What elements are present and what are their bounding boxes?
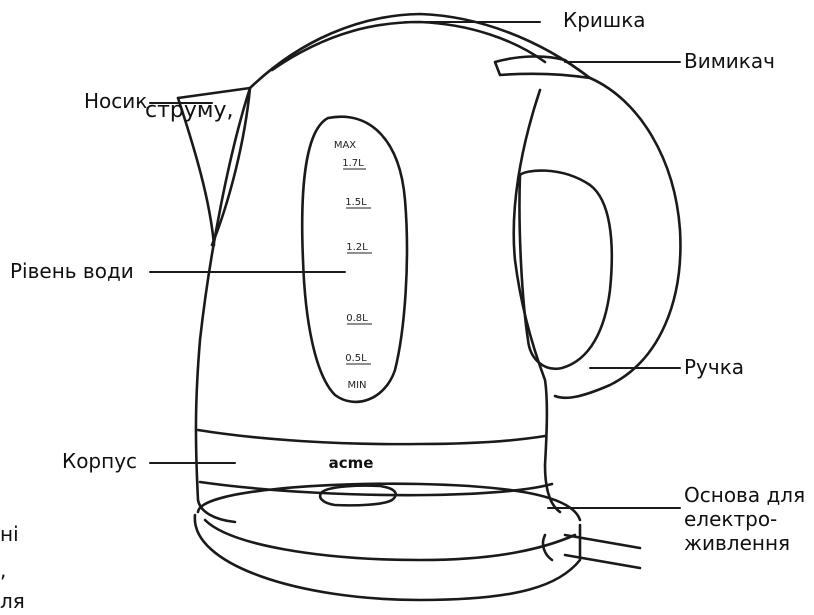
label-spout: Носик: [84, 89, 148, 113]
label-power-base-line: електро-: [684, 507, 778, 531]
label-switch: Вимикач: [684, 49, 775, 73]
label-body: Корпус: [62, 449, 138, 473]
scale-mark: 0.8L: [346, 313, 368, 324]
scale-mark: 0.5L: [345, 353, 367, 364]
label-power-base-line: Основа для: [684, 483, 806, 507]
brand-logo: acme: [329, 454, 374, 472]
label-power-base: Основа для електро- живлення: [684, 483, 809, 555]
cut-text-top: струму,: [145, 98, 234, 123]
scale-min: MIN: [347, 380, 366, 391]
scale-mark: 1.5L: [345, 197, 367, 208]
cut-text-line: ні: [0, 522, 19, 546]
water-window: [300, 115, 409, 404]
cut-text-line: ля: [0, 589, 25, 613]
scale-mark: 1.2L: [346, 242, 368, 253]
label-water-level: Рівень води: [10, 259, 134, 283]
leader-lines: [149, 21, 681, 509]
scale-max: MAX: [334, 140, 356, 151]
label-lid: Кришка: [563, 8, 646, 32]
scale-mark: 1.7L: [342, 158, 364, 169]
label-handle: Ручка: [684, 355, 745, 379]
power-base: [193, 482, 642, 602]
cut-text-line: ,: [0, 558, 7, 582]
label-power-base-line: живлення: [684, 531, 791, 555]
kettle-body: [176, 12, 682, 524]
